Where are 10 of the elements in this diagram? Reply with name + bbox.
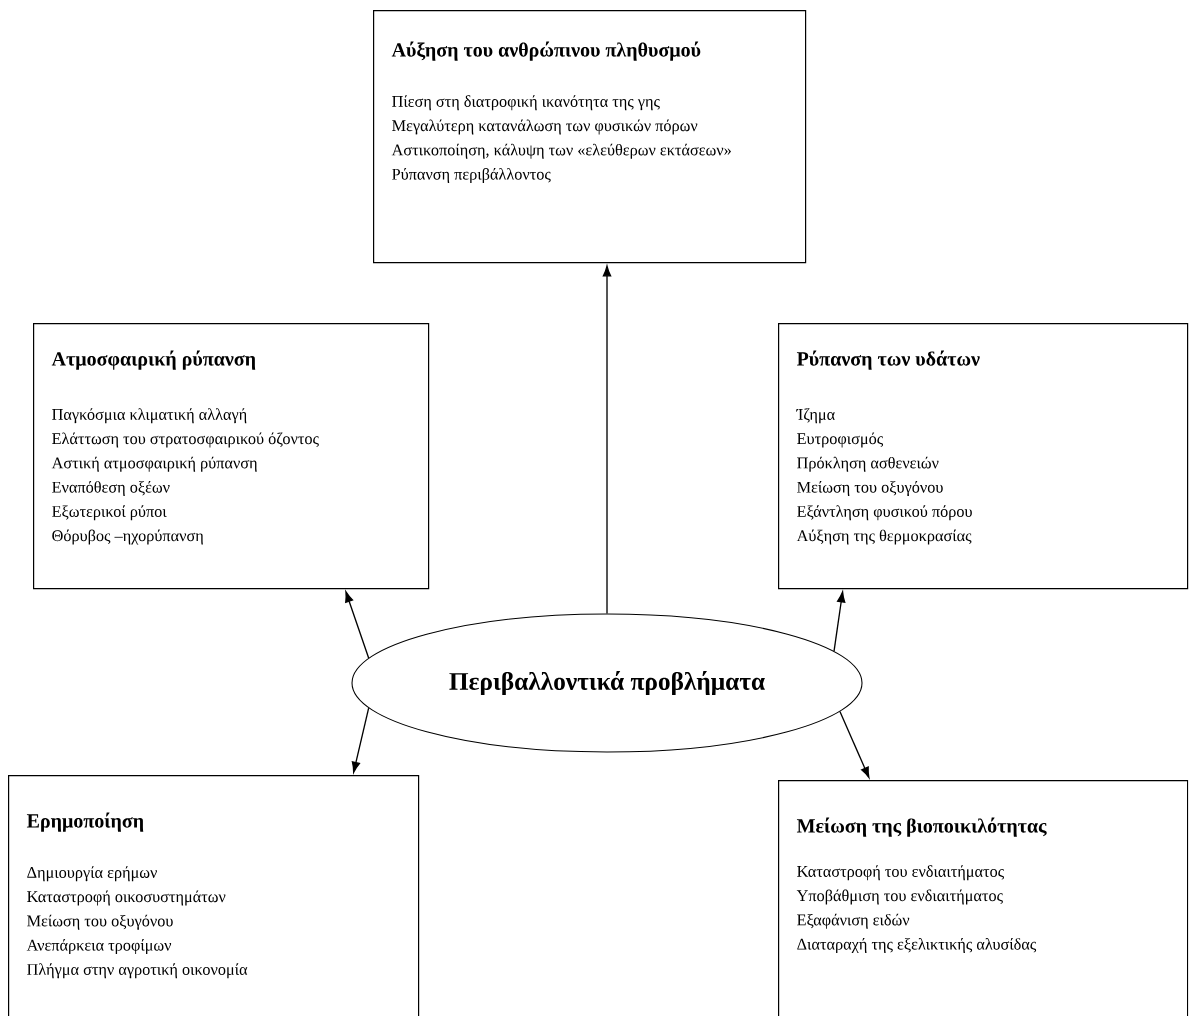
topic-box: Αύξηση του ανθρώπινου πληθυσμού Πίεση στη διατροφική ικανότητα της γης Μεγαλύτερη κατανάλωση των φυσικών πόρων Αστικοποίηση, κάλυψη των «ελεύθερων εκτάσεων» Ρύπανση περιβάλλοντος	[373, 10, 807, 264]
topic-box: Ρύπανση των υδάτων Ίζημα Ευτροφισμός Πρόκληση ασθενειών Μείωση του οξυγόνου Εξάντληση φυσικού πόρου Αύξηση της θερμοκρασίας	[778, 323, 1189, 590]
arrow	[602, 265, 612, 615]
arrow	[839, 710, 870, 778]
topic-box: Ατμοσφαιρική ρύπανση Παγκόσμια κλιματική αλλαγή Ελάττωση του στρατοσφαιρικού όζοντος Αστική ατμοσφαιρική ρύπανση Εναπόθεση οξέων Εξωτερικοί ρύποι Θόρυβος –ηχορύπανση	[33, 323, 430, 590]
topic-box: Ερημοποίηση Δημιουργία ερήμων Καταστροφή οικοσυστημάτων Μείωση του οξυγόνου Ανεπάρκεια τροφίμων Πλήγμα στην αγροτική οικονομία	[8, 775, 420, 1016]
arrow	[351, 707, 370, 773]
arrow	[833, 591, 846, 652]
topic-box: Μείωση της βιοποικιλότητας Καταστροφή του ενδιαιτήματος Υποβάθμιση του ενδιαιτήματος Εξαφάνιση ειδών Διαταραχή της εξελικτικής αλυσίδας	[778, 780, 1189, 1016]
arrow	[345, 591, 370, 659]
